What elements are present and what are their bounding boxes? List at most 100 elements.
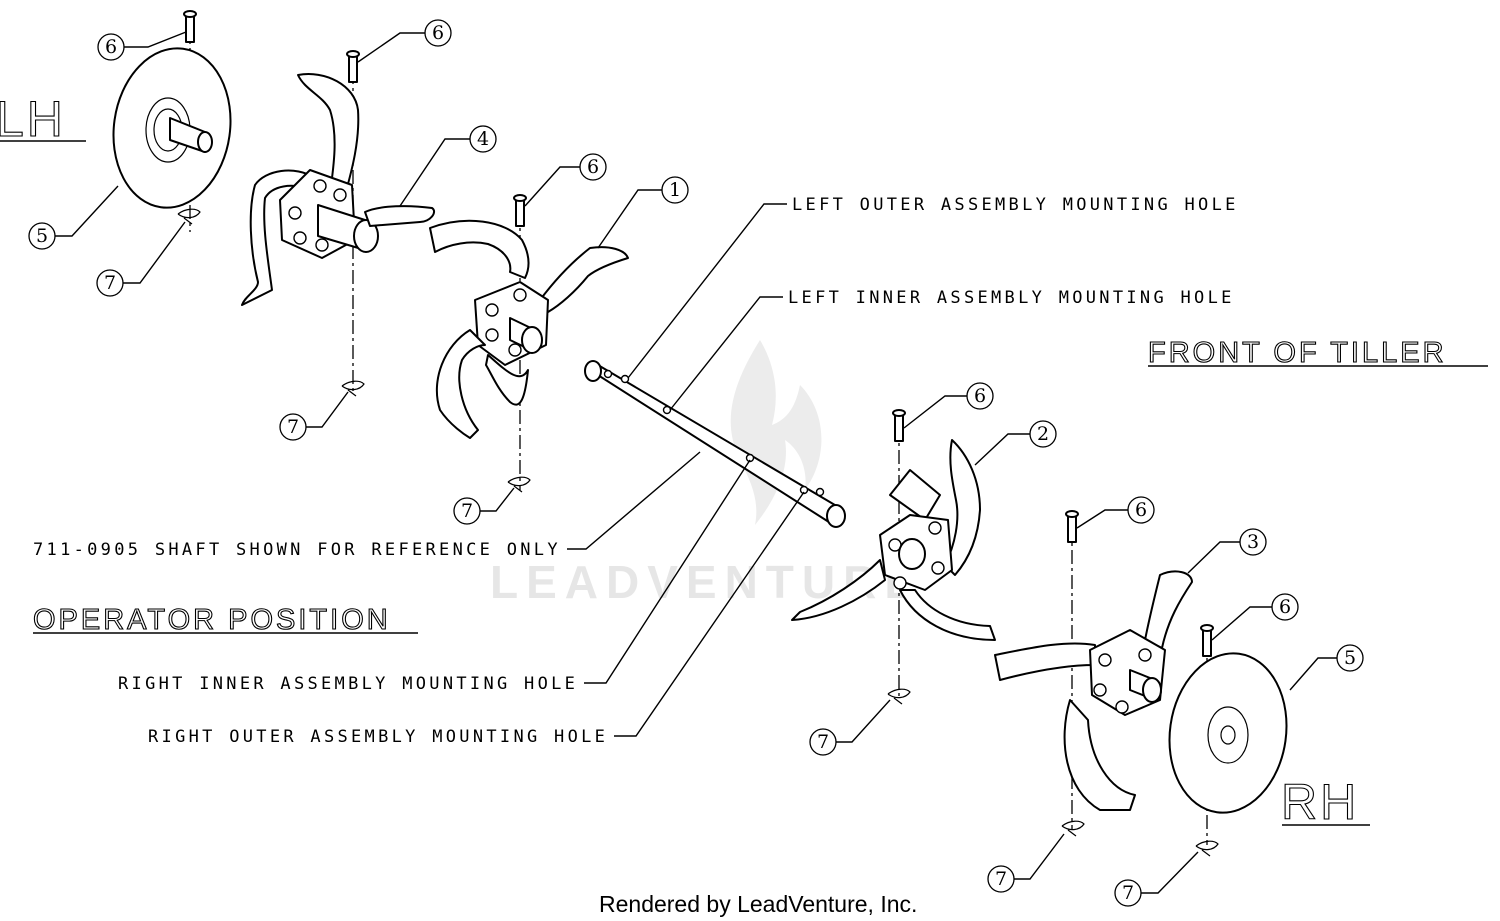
lh-outer-bolt <box>315 238 329 252</box>
watermark-flame-logo <box>730 340 822 525</box>
leader-right-inner-hole <box>584 459 751 684</box>
part-bubble <box>469 125 497 153</box>
callout-right-inner-hole: RIGHT INNER ASSEMBLY MOUNTING HOLE <box>118 674 578 694</box>
rh-inner-hub <box>898 538 926 570</box>
rh-outer-bolt <box>1138 648 1152 662</box>
lh-outer-bolt <box>333 188 347 202</box>
rh-heading: RH <box>1281 774 1359 830</box>
part-number: 6 <box>974 385 986 407</box>
footer-credit: Rendered by LeadVenture, Inc. <box>599 891 917 917</box>
hairpin-clip-lh-outer <box>341 380 365 397</box>
part-number: 6 <box>1279 596 1291 618</box>
part-bubble <box>1029 420 1057 448</box>
lh-inner-tine-lower <box>435 329 486 439</box>
text-callouts: LEFT OUTER ASSEMBLY MOUNTING HOLE LEFT I… <box>33 195 1239 747</box>
hairpin-clip-lh-inner <box>507 476 531 493</box>
lh-inner-bolt <box>485 328 499 342</box>
part-bubble <box>28 222 56 250</box>
part-bubble <box>424 19 452 47</box>
shaft-hole <box>799 485 809 495</box>
rh-outer-tube-end <box>1142 677 1162 703</box>
rh-inner-tine-plate <box>889 469 941 521</box>
part-bubble <box>279 413 307 441</box>
lh-hub-cap-stub-end <box>197 131 213 153</box>
lh-inner-bolt <box>513 288 527 302</box>
part-bubble <box>987 865 1015 893</box>
watermark: LEADVENTURE <box>490 340 915 608</box>
part-number: 7 <box>461 500 473 522</box>
leader-shaft-ref <box>567 451 701 550</box>
part-bubble <box>1114 879 1142 907</box>
lh-hub-cap <box>112 47 232 209</box>
clevis-pin-rh-outer <box>1065 510 1079 543</box>
hairpin-clip-lh-hub <box>177 208 201 225</box>
part-bubble <box>1239 528 1267 556</box>
rh-inner-tine-lower <box>899 589 996 641</box>
lh-inner-tine-assembly <box>429 219 629 439</box>
callout-left-inner-hole: LEFT INNER ASSEMBLY MOUNTING HOLE <box>788 288 1235 308</box>
shaft-hole <box>662 405 672 415</box>
lh-inner-tine-upper <box>429 219 530 279</box>
clevis-pin-lh-hub <box>183 10 197 43</box>
part-bubble <box>453 497 481 525</box>
leader-right-outer-hole <box>614 491 805 737</box>
hairpin-clip-rh-outer <box>1061 820 1085 837</box>
clevis-pin-lh-outer <box>346 50 360 83</box>
rh-outer-bolt <box>1098 653 1112 667</box>
rh-outer-bolt <box>1093 683 1107 697</box>
part-number: 7 <box>1122 882 1134 904</box>
lh-inner-bolt <box>485 303 499 317</box>
clevis-pins <box>183 10 1214 657</box>
part-number: 7 <box>287 416 299 438</box>
rh-inner-tine-arm <box>791 559 886 621</box>
rh-inner-tine-assembly <box>791 439 996 641</box>
hairpin-clips <box>177 208 1219 857</box>
clevis-pin-lh-inner <box>513 194 527 227</box>
rh-inner-bolt <box>893 576 907 590</box>
rh-outer-tine-assembly <box>994 570 1193 811</box>
shaft-hole <box>745 453 755 463</box>
part-bubble <box>966 382 994 410</box>
rh-outer-tine-lower <box>1063 699 1136 811</box>
rh-inner-bolt <box>931 561 945 575</box>
callout-left-outer-hole: LEFT OUTER ASSEMBLY MOUNTING HOLE <box>792 195 1239 215</box>
hairpin-clip-rh-hub <box>1195 840 1219 857</box>
lh-inner-bolt <box>508 343 522 357</box>
leader-left-inner-hole <box>669 296 783 411</box>
part-number: 7 <box>104 272 116 294</box>
rh-outer-tine-upper <box>1144 570 1193 649</box>
part-bubble <box>96 269 124 297</box>
lh-outer-bolt <box>313 179 327 193</box>
rh-hub-cap-center <box>1220 725 1236 745</box>
rh-outer-tine-arm <box>994 642 1096 681</box>
lh-inner-tine-arm <box>539 246 629 313</box>
hairpin-clip-rh-inner <box>887 688 911 705</box>
part-number: 2 <box>1037 423 1049 445</box>
part-bubble <box>1271 593 1299 621</box>
part-number: 1 <box>669 179 681 201</box>
part-number: 4 <box>477 128 489 150</box>
callout-shaft-ref: 711-0905 SHAFT SHOWN FOR REFERENCE ONLY <box>33 540 561 560</box>
operator-position-heading: OPERATOR POSITION <box>33 604 391 636</box>
part-number: 6 <box>432 22 444 44</box>
part-bubble <box>1336 644 1364 672</box>
leader-left-outer-hole <box>627 203 787 379</box>
part-bubble <box>809 728 837 756</box>
part-number: 6 <box>587 156 599 178</box>
part-callouts: 6 6 4 6 1 5 7 7 7 6 2 6 3 6 5 7 7 <box>28 19 1364 907</box>
part-number: 3 <box>1247 531 1259 553</box>
callout-right-outer-hole: RIGHT OUTER ASSEMBLY MOUNTING HOLE <box>148 727 608 747</box>
lh-outer-tube-end <box>353 219 379 253</box>
lh-inner-tube-end <box>521 326 543 354</box>
shaft-hole <box>620 374 630 384</box>
part-number: 6 <box>105 36 117 58</box>
rh-outer-bolt <box>1115 700 1129 714</box>
shaft-hole <box>815 487 825 497</box>
lh-outer-bolt <box>288 206 302 220</box>
rh-hub-cap-disc <box>1168 652 1288 814</box>
part-number: 7 <box>995 868 1007 890</box>
part-bubble <box>579 153 607 181</box>
part-number: 6 <box>1135 499 1147 521</box>
part-bubble <box>97 33 125 61</box>
